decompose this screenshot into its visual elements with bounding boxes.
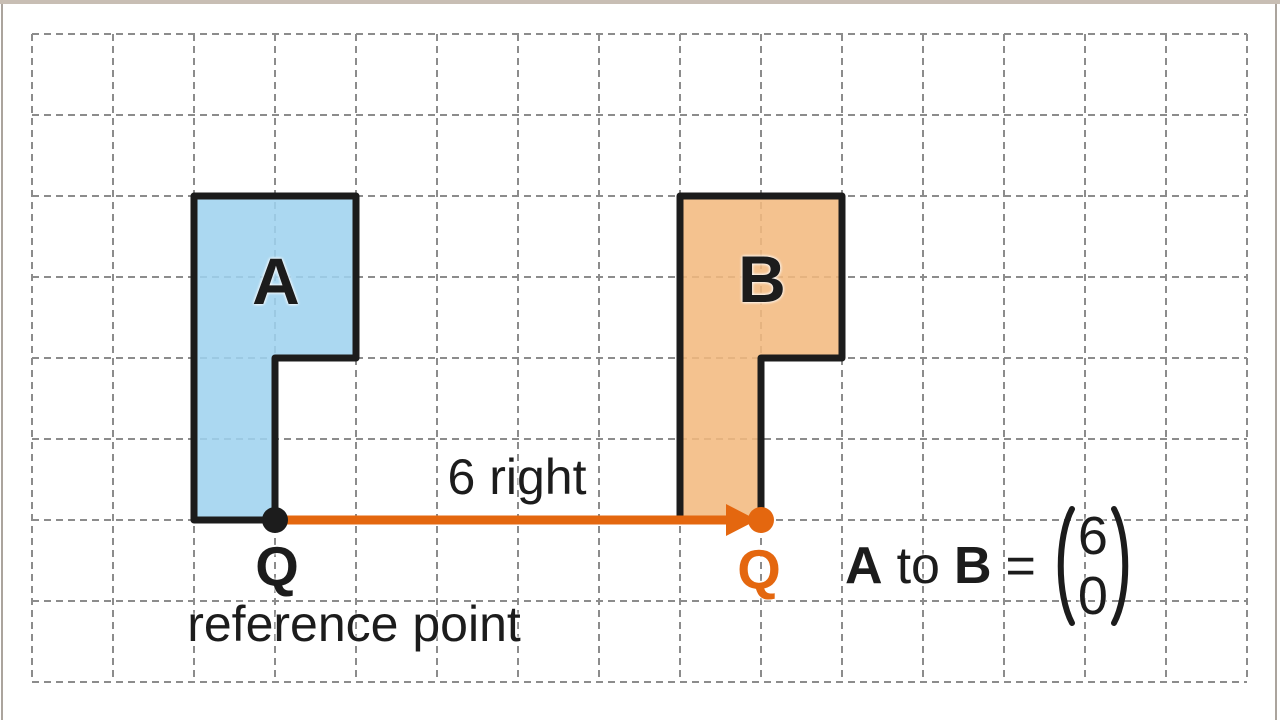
reference-dot-b [748,507,774,533]
reference-dot-a [262,507,288,533]
top-border [0,0,1280,4]
reference-point-caption: reference point [187,596,521,652]
left-border [1,4,3,720]
vector-values: 6 0 [1078,506,1108,626]
arrow-distance-label: 6 right [447,449,587,505]
equation-to-word: to [896,537,940,595]
translation-arrow [278,504,757,536]
vector-x-value: 6 [1077,506,1108,566]
reference-point-q-label-b: Q [737,537,781,601]
equation-shape-a: A [845,537,883,595]
vector-equation: A to B = 6 0 [845,505,1136,627]
shape-a [190,192,360,524]
shape-b-label: B [738,242,786,316]
right-parenthesis-icon [1110,506,1129,626]
column-vector: 6 0 [1050,505,1136,627]
reference-point-q-label-a: Q [255,534,299,598]
vector-y-value: 0 [1077,566,1108,626]
left-parenthesis-icon [1057,506,1075,626]
right-border [1275,4,1277,720]
shape-a-label: A [252,244,300,318]
equation-equals-sign: = [1005,537,1036,595]
arrow-head-icon [726,504,757,536]
equation-shape-b: B [953,537,992,595]
grid [31,33,1248,683]
